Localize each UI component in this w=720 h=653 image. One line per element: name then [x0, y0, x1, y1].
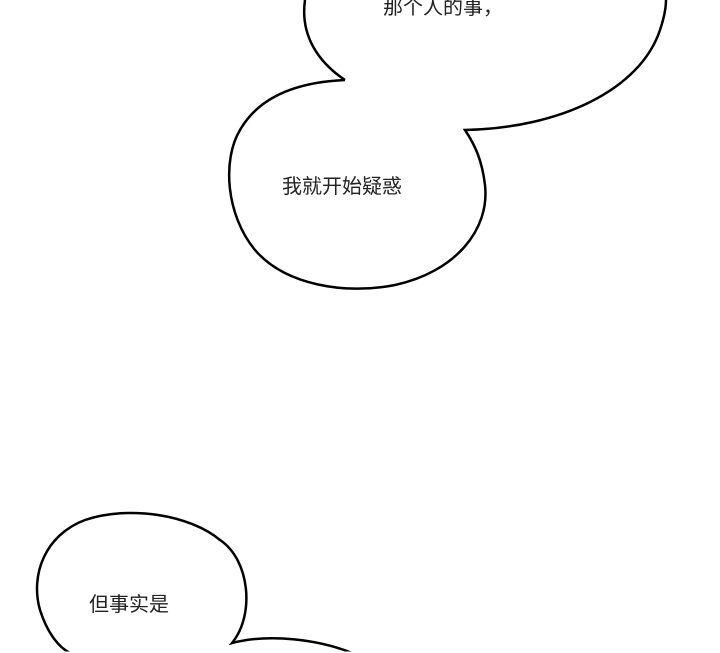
bubble-2-text: 我就开始疑惑 [282, 174, 402, 198]
bubble-3-text: 但事实是 [89, 592, 169, 616]
speech-bubble-1-outline [302, 0, 346, 82]
speech-bubble-2 [227, 0, 668, 290]
bubble-1-text: 那个人的事， [383, 0, 503, 19]
speech-bubble-3 [35, 511, 353, 653]
